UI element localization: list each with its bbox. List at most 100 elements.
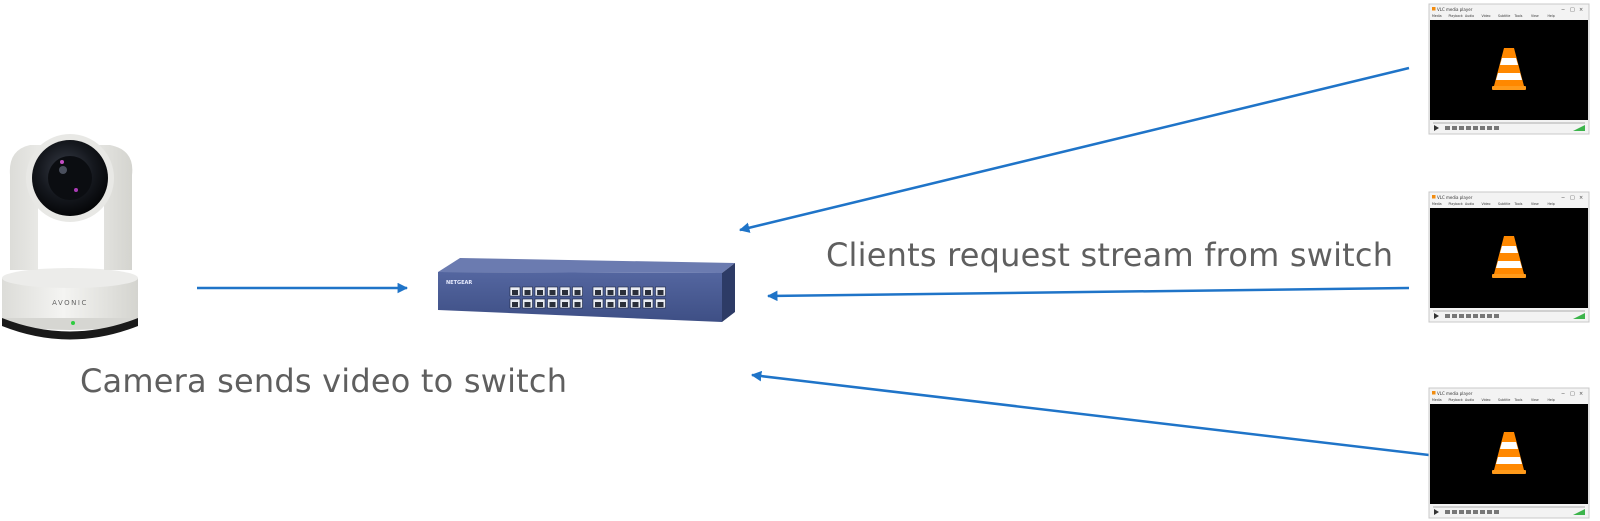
close-button[interactable]: × bbox=[1579, 7, 1583, 13]
vlc-menu-item[interactable]: Subtitle bbox=[1498, 398, 1510, 402]
play-icon[interactable] bbox=[1434, 509, 1439, 515]
vlc-control-button[interactable] bbox=[1487, 126, 1492, 130]
ethernet-port-socket bbox=[645, 290, 651, 295]
volume-icon[interactable] bbox=[1573, 125, 1585, 131]
vlc-menu-item[interactable]: Help bbox=[1548, 14, 1555, 18]
play-icon[interactable] bbox=[1434, 313, 1439, 319]
close-button[interactable]: × bbox=[1579, 391, 1583, 397]
ethernet-port-socket bbox=[620, 290, 626, 295]
vlc-menu-item[interactable]: Video bbox=[1482, 398, 1491, 402]
vlc-control-button[interactable] bbox=[1494, 126, 1499, 130]
vlc-control-button[interactable] bbox=[1445, 510, 1450, 514]
vlc-menu-item[interactable]: Media bbox=[1432, 14, 1442, 18]
vlc-control-button[interactable] bbox=[1466, 314, 1471, 318]
vlc-control-button[interactable] bbox=[1445, 126, 1450, 130]
vlc-title: VLC media player bbox=[1437, 195, 1473, 200]
vlc-menu-item[interactable]: Video bbox=[1482, 14, 1491, 18]
camera-brand-label: AVONIC bbox=[52, 299, 88, 307]
vlc-menu-item[interactable]: Subtitle bbox=[1498, 202, 1510, 206]
ethernet-port-socket bbox=[549, 302, 556, 307]
volume-icon[interactable] bbox=[1573, 509, 1585, 515]
switch-ports-right bbox=[592, 286, 666, 309]
vlc-control-button[interactable] bbox=[1459, 126, 1464, 130]
ethernet-port-socket bbox=[632, 302, 639, 307]
vlc-control-button[interactable] bbox=[1473, 314, 1478, 318]
vlc-menu-item[interactable]: Playback bbox=[1449, 202, 1463, 206]
vlc-menu-item[interactable]: Video bbox=[1482, 202, 1491, 206]
maximize-button[interactable]: □ bbox=[1570, 195, 1575, 201]
vlc-control-button[interactable] bbox=[1466, 126, 1471, 130]
vlc-menu-item[interactable]: View bbox=[1531, 202, 1539, 206]
vlc-control-button[interactable] bbox=[1459, 510, 1464, 514]
minimize-button[interactable]: − bbox=[1561, 391, 1565, 397]
vlc-control-button[interactable] bbox=[1487, 314, 1492, 318]
vlc-menu-item[interactable]: Tools bbox=[1514, 398, 1523, 402]
minimize-button[interactable]: − bbox=[1561, 195, 1565, 201]
camera-caption: Camera sends video to switch bbox=[80, 362, 568, 400]
vlc-control-button[interactable] bbox=[1480, 126, 1485, 130]
ethernet-port-socket bbox=[607, 302, 614, 307]
ethernet-port-socket bbox=[562, 302, 568, 307]
vlc-app-icon bbox=[1432, 391, 1436, 395]
vlc-control-button[interactable] bbox=[1480, 314, 1485, 318]
vlc-menu-item[interactable]: Audio bbox=[1465, 14, 1474, 18]
minimize-button[interactable]: − bbox=[1561, 7, 1565, 13]
vlc-control-button[interactable] bbox=[1494, 510, 1499, 514]
vlc-control-button[interactable] bbox=[1487, 510, 1492, 514]
ethernet-port-socket bbox=[607, 290, 614, 295]
network-switch: NETGEAR bbox=[438, 258, 735, 322]
vlc-menu-item[interactable]: Help bbox=[1548, 202, 1555, 206]
vlc-control-button[interactable] bbox=[1473, 126, 1478, 130]
vlc-menu-item[interactable]: Subtitle bbox=[1498, 14, 1510, 18]
ethernet-port-socket bbox=[512, 290, 518, 295]
maximize-button[interactable]: □ bbox=[1570, 391, 1575, 397]
vlc-menu-item[interactable]: Playback bbox=[1449, 14, 1463, 18]
ethernet-port-socket bbox=[574, 302, 581, 307]
vlc-seek-bar[interactable] bbox=[1433, 506, 1585, 508]
volume-icon[interactable] bbox=[1573, 313, 1585, 319]
ethernet-port-socket bbox=[595, 302, 601, 307]
play-icon[interactable] bbox=[1434, 125, 1439, 131]
vlc-control-button[interactable] bbox=[1473, 510, 1478, 514]
vlc-app-icon bbox=[1432, 7, 1436, 11]
vlc-menu-item[interactable]: Audio bbox=[1465, 398, 1474, 402]
ethernet-port-socket bbox=[562, 290, 568, 295]
maximize-button[interactable]: □ bbox=[1570, 7, 1575, 13]
ethernet-port-socket bbox=[595, 290, 601, 295]
ethernet-port-socket bbox=[657, 302, 664, 307]
vlc-menu-item[interactable]: View bbox=[1531, 398, 1539, 402]
vlc-control-button[interactable] bbox=[1459, 314, 1464, 318]
vlc-control-button[interactable] bbox=[1452, 126, 1457, 130]
vlc-menu-item[interactable]: Tools bbox=[1514, 202, 1523, 206]
close-button[interactable]: × bbox=[1579, 195, 1583, 201]
vlc-seek-bar[interactable] bbox=[1433, 310, 1585, 312]
vlc-menu-item[interactable]: Tools bbox=[1514, 14, 1523, 18]
vlc-seek-bar[interactable] bbox=[1433, 122, 1585, 124]
vlc-control-button[interactable] bbox=[1466, 510, 1471, 514]
vlc-menu-item[interactable]: Audio bbox=[1465, 202, 1474, 206]
vlc-title: VLC media player bbox=[1437, 7, 1473, 12]
vlc-control-button[interactable] bbox=[1480, 510, 1485, 514]
vlc-control-button[interactable] bbox=[1452, 314, 1457, 318]
client1-request-arrow bbox=[738, 66, 1410, 233]
vlc-menu-item[interactable]: View bbox=[1531, 14, 1539, 18]
vlc-menu-item[interactable]: Media bbox=[1432, 398, 1442, 402]
vlc-control-button[interactable] bbox=[1452, 510, 1457, 514]
ethernet-port-socket bbox=[512, 302, 518, 307]
vlc-title: VLC media player bbox=[1437, 391, 1473, 396]
ethernet-port-socket bbox=[524, 290, 531, 295]
vlc-menu-item[interactable]: Help bbox=[1548, 398, 1555, 402]
ethernet-port-socket bbox=[574, 290, 581, 295]
vlc-control-button[interactable] bbox=[1445, 314, 1450, 318]
switch-ports-left bbox=[509, 286, 583, 309]
vlc-menu-item[interactable]: Media bbox=[1432, 202, 1442, 206]
vlc-control-button[interactable] bbox=[1494, 314, 1499, 318]
client2-request-arrow bbox=[766, 286, 1410, 302]
ethernet-port-socket bbox=[620, 302, 626, 307]
vlc-menu-item[interactable]: Playback bbox=[1449, 398, 1463, 402]
ethernet-port-socket bbox=[632, 290, 639, 295]
